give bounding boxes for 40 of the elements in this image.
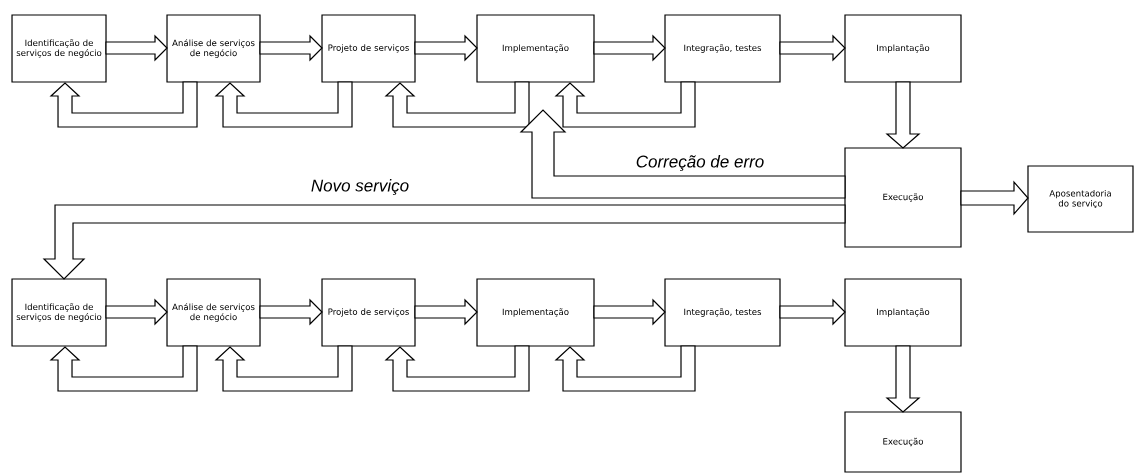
process-box: Execução <box>844 147 962 248</box>
process-box: Análise de serviços de negócio <box>166 278 261 347</box>
block-arrow <box>105 34 168 62</box>
block-arrow <box>519 109 846 199</box>
block-arrow <box>885 345 921 413</box>
process-box: Implementação <box>476 14 595 83</box>
process-box: Identificação de serviços de negócio <box>11 278 107 347</box>
process-box: Análise de serviços de negócio <box>166 14 261 83</box>
block-arrow <box>414 298 478 326</box>
block-arrow <box>49 345 198 392</box>
block-arrow <box>49 81 198 128</box>
process-box: Aposentadoria do serviço <box>1027 165 1134 233</box>
block-arrow <box>414 34 478 62</box>
block-arrow <box>593 298 666 326</box>
block-arrow <box>259 34 323 62</box>
block-arrow <box>384 345 530 392</box>
edge-label: Novo serviço <box>311 179 409 195</box>
edge-label: Correção de erro <box>636 155 764 171</box>
block-arrow <box>779 34 846 62</box>
process-box: Integração, testes <box>664 14 781 83</box>
process-box: Implementação <box>476 278 595 347</box>
process-box: Projeto de serviços <box>321 278 416 347</box>
block-arrow <box>214 345 353 392</box>
block-arrow <box>779 298 846 326</box>
block-arrow <box>105 298 168 326</box>
process-box: Implantação <box>844 14 962 83</box>
block-arrow <box>593 34 666 62</box>
process-box: Implantação <box>844 278 962 347</box>
block-arrow <box>554 345 696 392</box>
process-box: Integração, testes <box>664 278 781 347</box>
block-arrow <box>214 81 353 128</box>
process-box: Execução <box>844 411 962 473</box>
block-arrow <box>384 81 530 128</box>
block-arrow <box>554 81 696 128</box>
block-arrow <box>42 204 846 280</box>
block-arrow <box>960 180 1029 216</box>
process-box: Projeto de serviços <box>321 14 416 83</box>
block-arrow <box>259 298 323 326</box>
block-arrow <box>885 81 921 149</box>
process-box: Identificação de serviços de negócio <box>11 14 107 83</box>
